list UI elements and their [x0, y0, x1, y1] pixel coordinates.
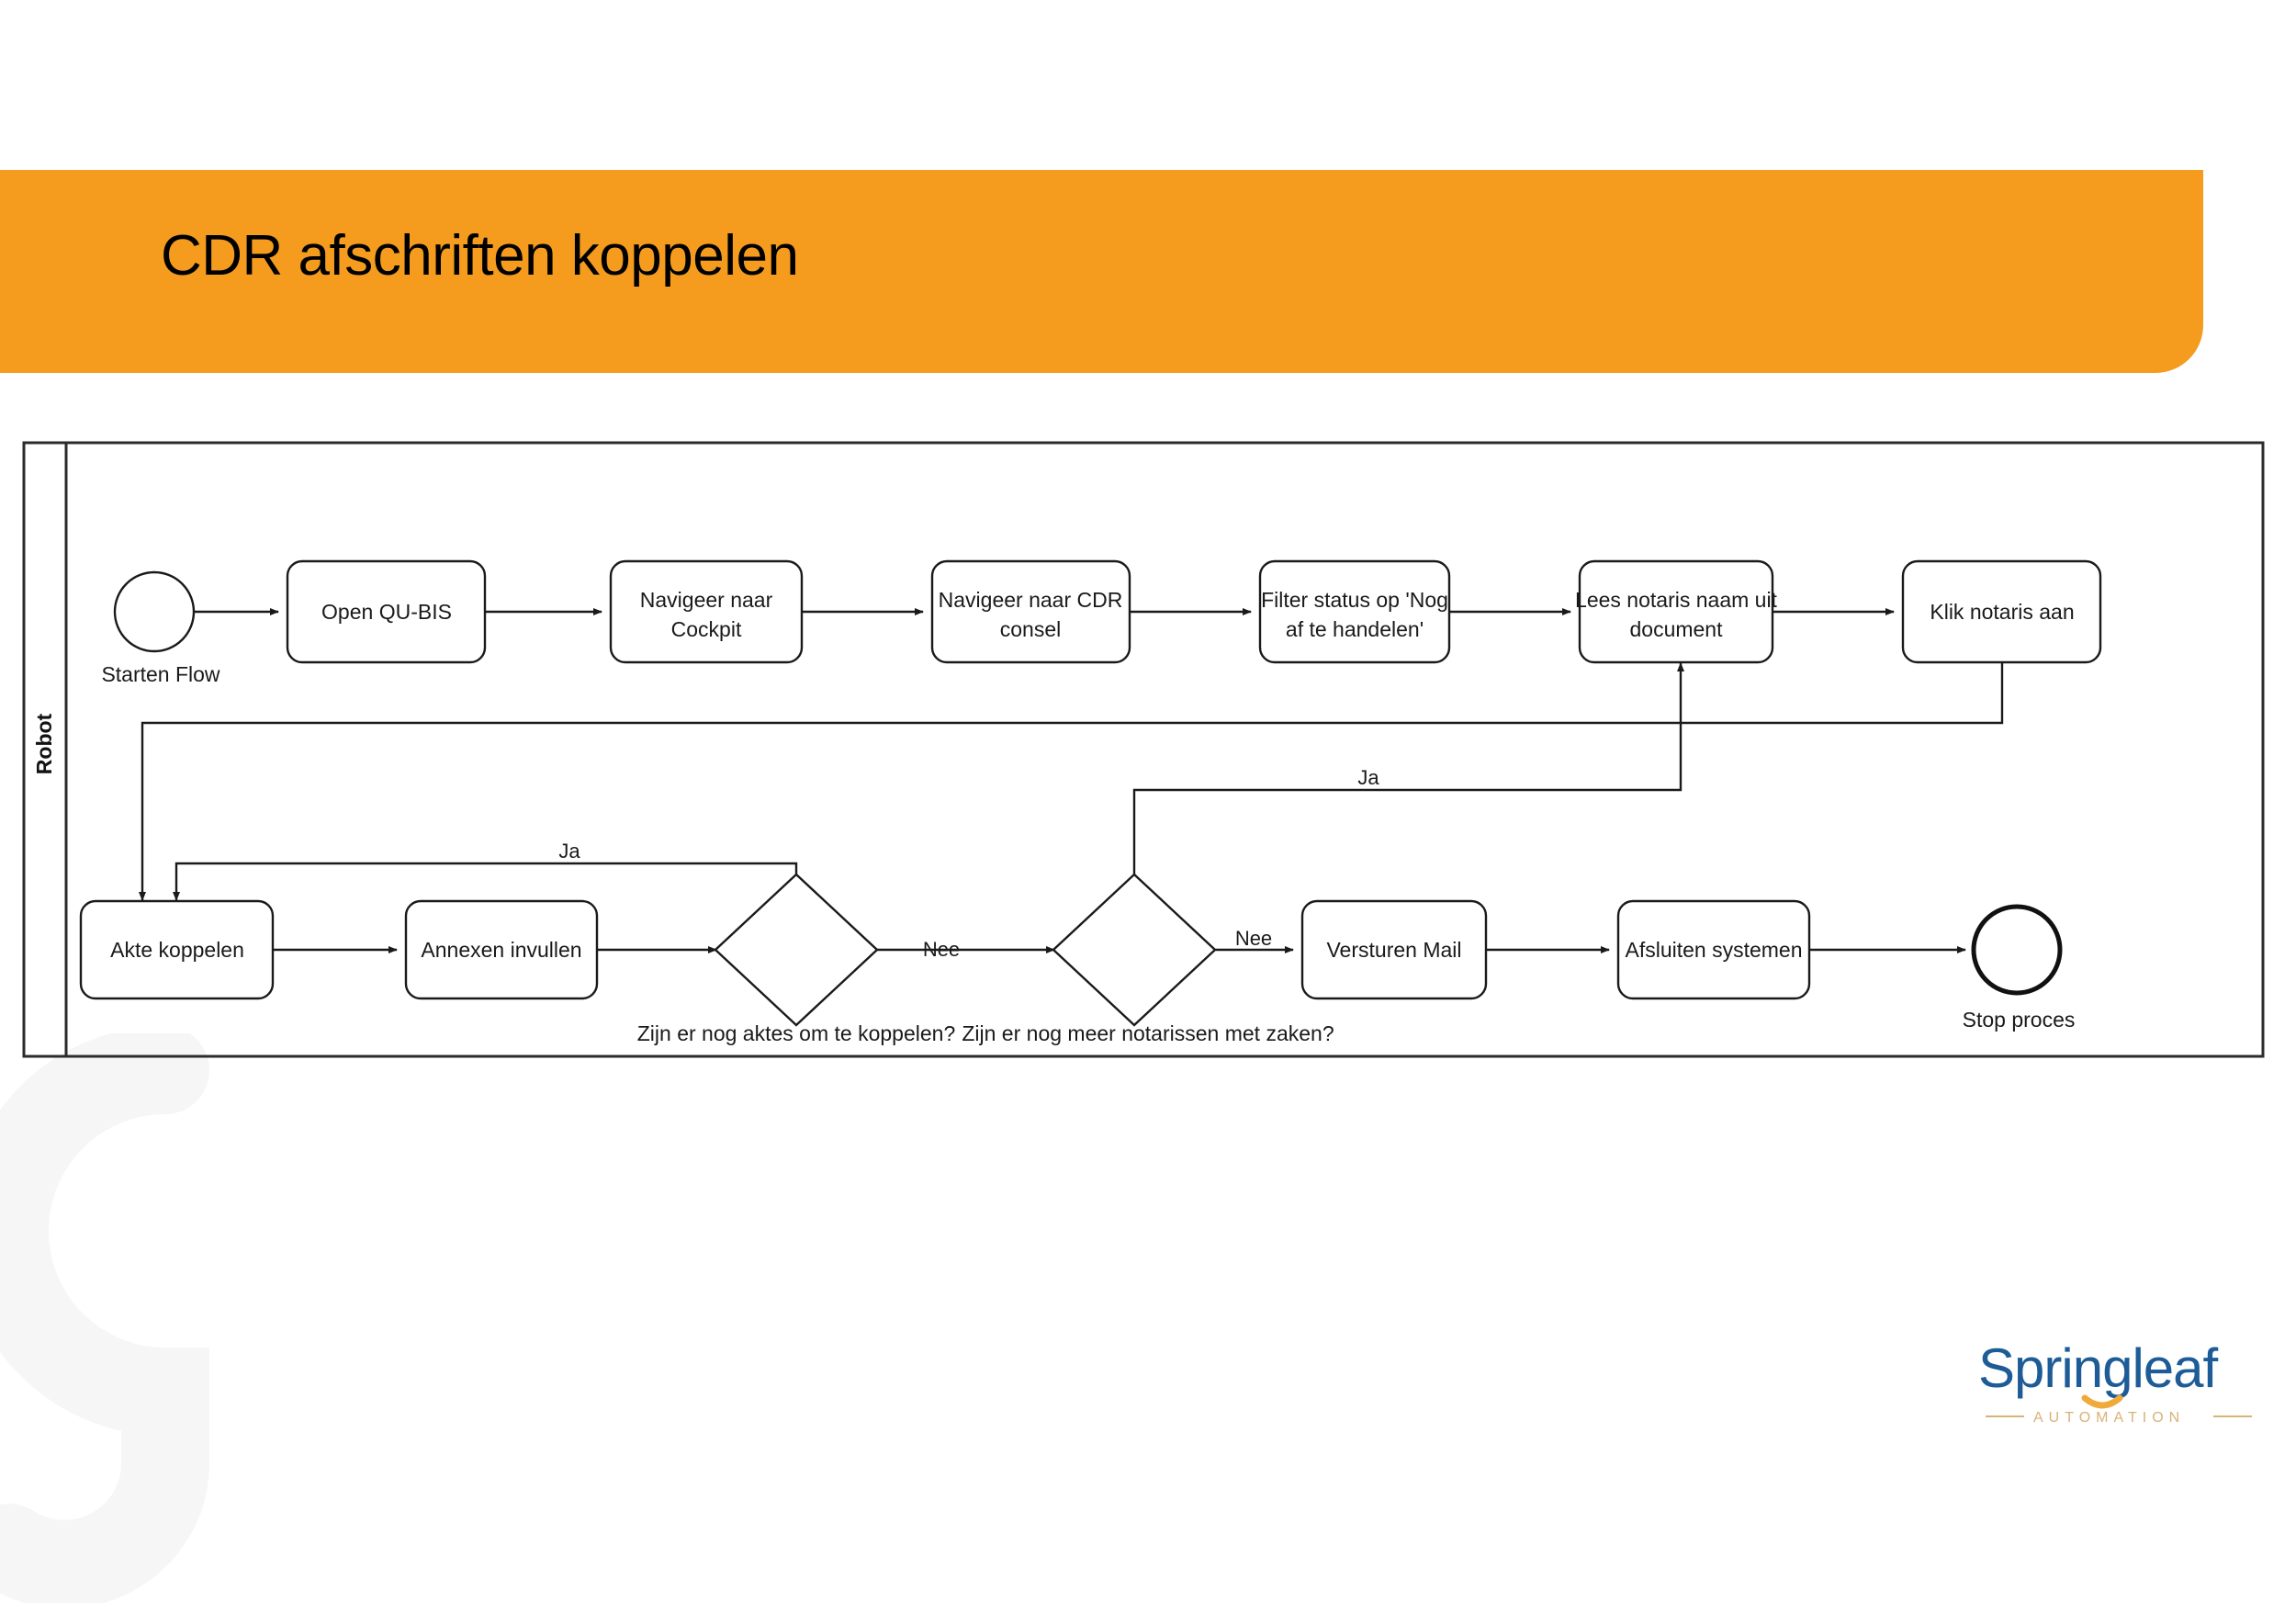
node-label-filter-status-2: af te handelen' [1286, 617, 1424, 641]
edge-label-nee-aktes: Nee [923, 938, 960, 961]
node-navigeer-cockpit[interactable] [609, 559, 804, 664]
edge-label-ja-notarissen: Ja [1357, 766, 1379, 789]
node-annexen-invullen[interactable] [404, 899, 599, 1000]
node-label-navigeer-cockpit-1: Navigeer naar [640, 588, 773, 612]
node-start-event[interactable] [113, 570, 196, 653]
logo-smile-accent [2081, 1394, 2123, 1409]
swimlane-label: Robot [32, 713, 56, 774]
logo-wordmark: Springleaf [1978, 1337, 2219, 1399]
springleaf-logo: Springleaf AUTOMATION [1978, 1337, 2252, 1426]
edge-decision-aktes-yes-loop [173, 862, 798, 901]
node-label-filter-status-1: Filter status op 'Nog [1261, 588, 1448, 612]
node-akte-koppelen[interactable] [79, 899, 275, 1000]
node-label-open-qubis: Open QU-BIS [321, 600, 452, 624]
node-label-navigeer-cdr-2: consel [1000, 617, 1061, 641]
node-klik-notaris-aan[interactable] [1901, 559, 2102, 664]
page-title: CDR afschriften koppelen [161, 224, 799, 288]
edge-label-ja-aktes: Ja [558, 840, 580, 863]
node-afsluiten-systemen[interactable] [1616, 899, 1811, 1000]
node-versturen-mail[interactable] [1300, 899, 1488, 1000]
caption-decision-notarissen: Zijn er nog meer notarissen met zaken? [962, 1021, 1334, 1045]
swimlane-container [22, 441, 2265, 1058]
node-label-klik-notaris: Klik notaris aan [1930, 600, 2074, 624]
caption-stop-proces: Stop proces [1963, 1008, 2076, 1032]
node-decision-notarissen[interactable] [1052, 873, 1217, 1027]
node-label-navigeer-cdr-1: Navigeer naar CDR [939, 588, 1123, 612]
node-label-navigeer-cockpit-2: Cockpit [671, 617, 742, 641]
node-navigeer-cdr-consel[interactable] [930, 559, 1131, 664]
node-label-versturen-mail: Versturen Mail [1326, 938, 1461, 962]
caption-starten-flow: Starten Flow [101, 662, 219, 686]
node-open-qubis[interactable] [286, 559, 487, 664]
node-label-akte-koppelen: Akte koppelen [110, 938, 244, 962]
edge-label-nee-notarissen: Nee [1235, 927, 1272, 950]
node-stop-event[interactable] [1971, 904, 2063, 996]
caption-decision-aktes: Zijn er nog aktes om te koppelen? [637, 1021, 955, 1045]
node-label-afsluiten-systemen: Afsluiten systemen [1625, 938, 1802, 962]
edge-klik-notaris-to-akte-koppelen [139, 660, 2004, 901]
node-label-lees-notaris-1: Lees notaris naam uit [1575, 588, 1778, 612]
edge-decision-notarissen-yes-loop [1132, 662, 1684, 874]
node-filter-status[interactable] [1258, 559, 1451, 664]
node-label-annexen-invullen: Annexen invullen [421, 938, 581, 962]
logo-tagline: AUTOMATION [2033, 1410, 2185, 1426]
title-banner: CDR afschriften koppelen [0, 170, 2203, 373]
node-decision-aktes[interactable] [714, 873, 879, 1027]
node-label-lees-notaris-2: document [1629, 617, 1723, 641]
node-lees-notaris-naam[interactable] [1578, 559, 1774, 664]
